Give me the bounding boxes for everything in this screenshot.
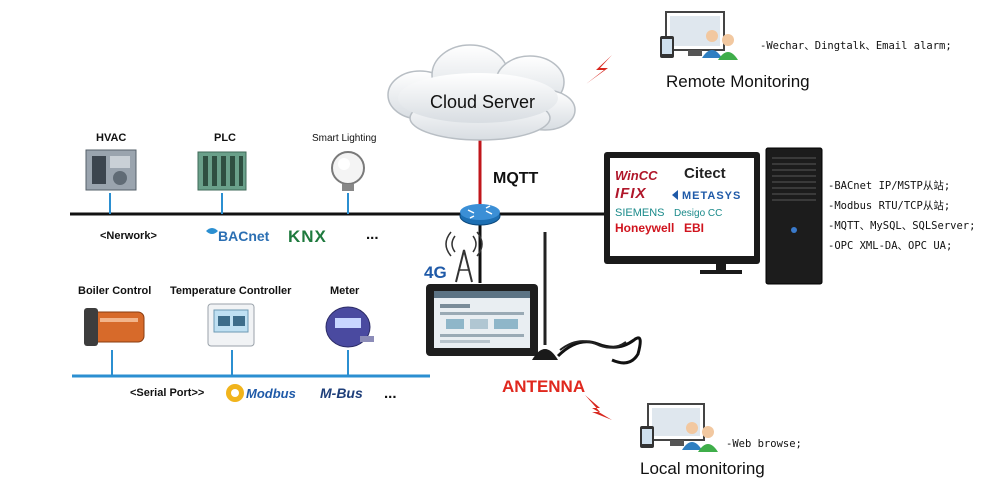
boiler-control-label: Boiler Control (78, 285, 152, 297)
ebi-logo: EBI (684, 221, 705, 235)
mqtt-label: MQTT (493, 170, 539, 187)
citect-logo: Citect (684, 165, 726, 182)
smart-lighting-label: Smart Lighting (312, 133, 377, 144)
scada-feature-item: -Modbus RTU/TCP从站; (828, 200, 951, 212)
temperature-controller-label: Temperature Controller (170, 285, 292, 297)
knx-logo: KNX (288, 227, 327, 246)
siemens-logo: SIEMENS (615, 207, 665, 219)
serial-caption: <Serial Port>> (130, 387, 205, 399)
modbus-logo: Modbus (246, 386, 296, 401)
wincc-logo: WinCC (615, 168, 658, 183)
scada-feature-list: -BACnet IP/MSTP从站; -Modbus RTU/TCP从站; -M… (828, 176, 975, 256)
mbus-logo: M-Bus (320, 385, 363, 401)
4g-badge: 4G (424, 263, 447, 282)
metasys-logo: METASYS (682, 190, 742, 202)
network-caption: <Nerwork> (100, 230, 157, 242)
network-more-ellipsis: ... (366, 226, 379, 243)
plc-label: PLC (214, 132, 236, 144)
scada-feature-item: -MQTT、MySQL、SQLServer; (828, 220, 976, 232)
hvac-label: HVAC (96, 132, 127, 144)
meter-label: Meter (330, 285, 360, 297)
cloud-server-label: Cloud Server (430, 92, 536, 112)
scada-feature-item: -BACnet IP/MSTP从站; (828, 180, 951, 192)
remote-monitoring-note: -Wechar、Dingtalk、Email alarm; (760, 40, 952, 52)
local-monitoring-note: -Web browse; (726, 438, 802, 450)
bacnet-logo: BACnet (218, 228, 270, 244)
antenna-label: ANTENNA (502, 377, 586, 396)
remote-monitoring-title: Remote Monitoring (666, 72, 810, 91)
local-monitoring-title: Local monitoring (640, 459, 765, 478)
scada-feature-item: -OPC XML-DA、OPC UA; (828, 240, 953, 252)
honeywell-logo: Honeywell (615, 221, 675, 235)
ifix-logo: IFIX (615, 185, 647, 202)
serial-more-ellipsis: ... (384, 385, 397, 402)
desigo-cc-logo: Desigo CC (674, 208, 723, 219)
